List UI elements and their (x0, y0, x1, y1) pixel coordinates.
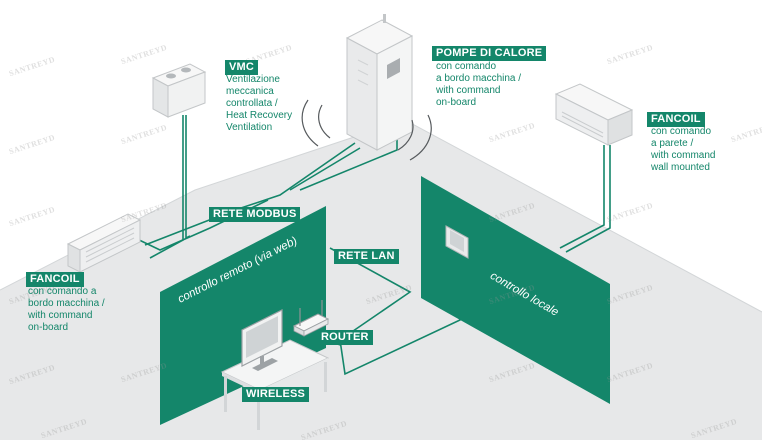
remote-control-wall (160, 206, 326, 425)
fancoil-floor-unit (66, 213, 142, 273)
modbus-network-label: RETE MODBUS (209, 207, 301, 222)
fancoil-wall-unit (554, 83, 634, 146)
heat-pump-unit (345, 14, 414, 151)
lan-network-label: RETE LAN (334, 249, 399, 264)
fancoil-wall-label: FANCOIL (647, 112, 705, 127)
signal-waves-icon (301, 99, 432, 161)
router-label: ROUTER (317, 330, 373, 345)
monitor-icon (241, 309, 283, 371)
fancoil-wall-description: con comando a parete / with command wall… (651, 126, 716, 173)
vmc-description: Ventilazione meccanica controllata / Hea… (226, 74, 293, 133)
fancoil-floor-label: FANCOIL (26, 272, 84, 287)
heat-pump-description: con comando a bordo macchina / with comm… (436, 61, 522, 108)
wireless-label: WIRELESS (242, 387, 310, 402)
local-control-wall (421, 176, 610, 404)
vmc-label: VMC (225, 60, 259, 75)
vmc-unit (151, 63, 207, 118)
wall-thermostat (445, 225, 469, 259)
router-icon (292, 300, 330, 337)
floor (0, 120, 762, 440)
computer-desk (220, 339, 330, 430)
fancoil-floor-description: con comando a bordo macchina / with comm… (28, 286, 105, 333)
heat-pump-label: POMPE DI CALORE (432, 46, 547, 61)
